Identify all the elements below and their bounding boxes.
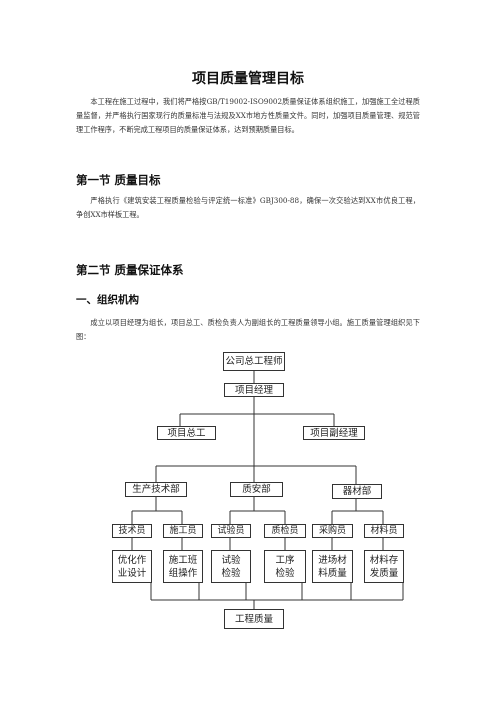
org-box-optimize-design: 优化作业设计 <box>112 550 152 583</box>
org-box-inspector: 质检员 <box>264 524 306 538</box>
org-box-technician: 技术员 <box>112 524 152 538</box>
org-box-material-storage: 材料存发质量 <box>364 550 404 583</box>
org-box-deputy-manager: 项目副经理 <box>303 426 365 440</box>
org-box-project-manager: 项目经理 <box>224 383 284 397</box>
org-box-equipment-dept: 器材部 <box>332 484 382 499</box>
org-box-chief-engineer: 公司总工程师 <box>223 352 285 371</box>
org-box-crew-operation: 施工班组操作 <box>163 550 203 583</box>
org-box-material-clerk: 材料员 <box>364 524 404 538</box>
org-box-test-inspection: 试验检验 <box>211 550 251 583</box>
org-box-purchaser: 采购员 <box>312 524 353 538</box>
page-title: 项目质量管理目标 <box>192 71 304 87</box>
org-box-project-chief: 项目总工 <box>157 426 216 440</box>
org-box-production-dept: 生产技术部 <box>125 482 187 497</box>
section2-text: 成立以项目经理为组长，项目总工、质检负责人为副组长的工程质量领导小组。施工质量管… <box>76 318 420 341</box>
org-box-process-inspection: 工序检验 <box>264 550 306 583</box>
org-box-project-quality: 工程质量 <box>224 609 284 629</box>
section1-text: 严格执行《建筑安装工程质量检验与评定统一标准》GBJ300-88，确保一次交验达… <box>76 196 420 219</box>
org-box-tester: 试验员 <box>211 524 251 538</box>
org-box-quality-safety-dept: 质安部 <box>230 482 283 497</box>
org-subheading: 一、组织机构 <box>76 294 139 306</box>
org-box-incoming-material: 进场材料质量 <box>312 550 353 583</box>
section1-heading: 第一节 质量目标 <box>76 173 161 187</box>
org-box-constructor: 施工员 <box>163 524 203 538</box>
section2-heading: 第二节 质量保证体系 <box>76 263 184 277</box>
intro-paragraph: 本工程在施工过程中，我们将严格按GB/T19002-ISO9002质量保证体系组… <box>76 97 420 134</box>
